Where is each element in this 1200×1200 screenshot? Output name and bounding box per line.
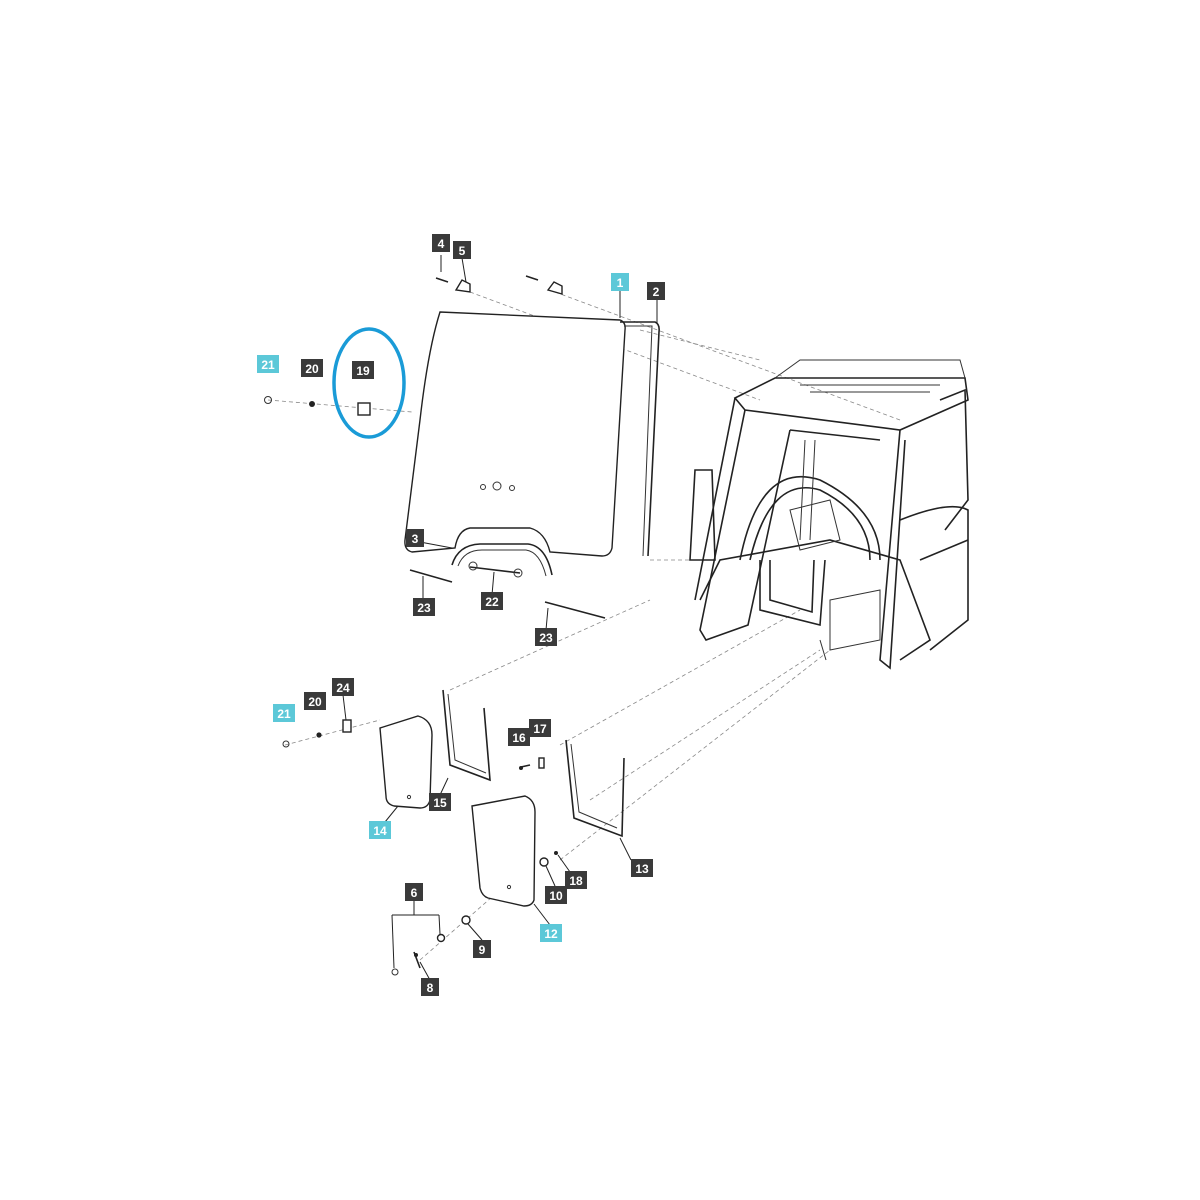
callout-number: 2 <box>653 285 660 299</box>
callout-number: 24 <box>336 681 350 695</box>
callout-number: 21 <box>277 707 291 721</box>
callout-4: 4 <box>432 234 450 252</box>
top-hinge-right <box>525 275 563 295</box>
callout-18: 18 <box>565 871 587 889</box>
callout-6: 6 <box>405 883 423 901</box>
callout-15: 15 <box>429 793 451 811</box>
hinge-rod <box>468 561 523 578</box>
seal-15 <box>442 689 491 782</box>
callout-number: 14 <box>373 824 387 838</box>
callout-number: 21 <box>261 358 275 372</box>
nut-21-lower <box>282 740 290 748</box>
callout-number: 1 <box>617 276 624 290</box>
pad-19 <box>357 402 371 416</box>
callout-number: 3 <box>412 532 419 546</box>
bolt-8 <box>413 951 421 969</box>
callout-number: 12 <box>544 927 558 941</box>
leader-lines <box>342 255 658 981</box>
callout-8: 8 <box>421 978 439 996</box>
callout-21: 21 <box>273 704 295 722</box>
callout-number: 5 <box>459 244 466 258</box>
callout-5: 5 <box>453 241 471 259</box>
side-glass-12 <box>471 795 536 907</box>
callout-number: 16 <box>512 731 526 745</box>
washer-20-lower <box>316 732 322 738</box>
callout-23: 23 <box>413 598 435 616</box>
callout-number: 22 <box>485 595 499 609</box>
callout-number: 8 <box>427 981 434 995</box>
callout-number: 9 <box>479 943 486 957</box>
callout-9: 9 <box>473 940 491 958</box>
callout-10: 10 <box>545 886 567 904</box>
callout-3: 3 <box>406 529 424 547</box>
washer-20-top <box>309 401 315 407</box>
callout-17: 17 <box>529 719 551 737</box>
callout-number: 6 <box>411 886 418 900</box>
rear-window-glass <box>404 311 626 557</box>
gas-strut-right <box>544 601 606 619</box>
bolt-16 <box>519 764 531 770</box>
callout-12: 12 <box>540 924 562 942</box>
callout-number: 19 <box>356 364 370 378</box>
callout-number: 17 <box>533 722 547 736</box>
gas-strut-left <box>409 569 453 583</box>
window-seal <box>620 321 660 557</box>
callout-1: 1 <box>611 273 629 291</box>
cab-frame <box>689 359 969 670</box>
callout-19: 19 <box>352 361 374 379</box>
callout-number: 20 <box>305 362 319 376</box>
callout-number: 13 <box>635 862 649 876</box>
callout-number: 4 <box>438 237 445 251</box>
callout-number: 10 <box>549 889 563 903</box>
bracket-24 <box>342 719 352 733</box>
callout-number: 23 <box>417 601 431 615</box>
callout-24: 24 <box>332 678 354 696</box>
callout-21: 21 <box>257 355 279 373</box>
callout-14: 14 <box>369 821 391 839</box>
callout-number: 18 <box>569 874 583 888</box>
seal-13 <box>565 739 625 838</box>
callout-number: 20 <box>308 695 322 709</box>
callout-20: 20 <box>301 359 323 377</box>
pin-18 <box>554 851 558 855</box>
grommet-9 <box>461 915 471 925</box>
washer-10 <box>539 857 549 867</box>
clip-17 <box>538 757 545 769</box>
latch-6 <box>391 933 446 976</box>
callout-number: 15 <box>433 796 447 810</box>
highlight-ring <box>332 327 406 439</box>
callout-20: 20 <box>304 692 326 710</box>
callout-22: 22 <box>481 592 503 610</box>
callout-number: 23 <box>539 631 553 645</box>
top-hinge-left <box>435 277 471 293</box>
callout-2: 2 <box>647 282 665 300</box>
lower-seal-strip <box>451 543 553 576</box>
callout-23: 23 <box>535 628 557 646</box>
side-glass-14 <box>379 715 433 809</box>
callout-13: 13 <box>631 859 653 877</box>
nut-21-top <box>264 396 272 404</box>
callout-16: 16 <box>508 728 530 746</box>
